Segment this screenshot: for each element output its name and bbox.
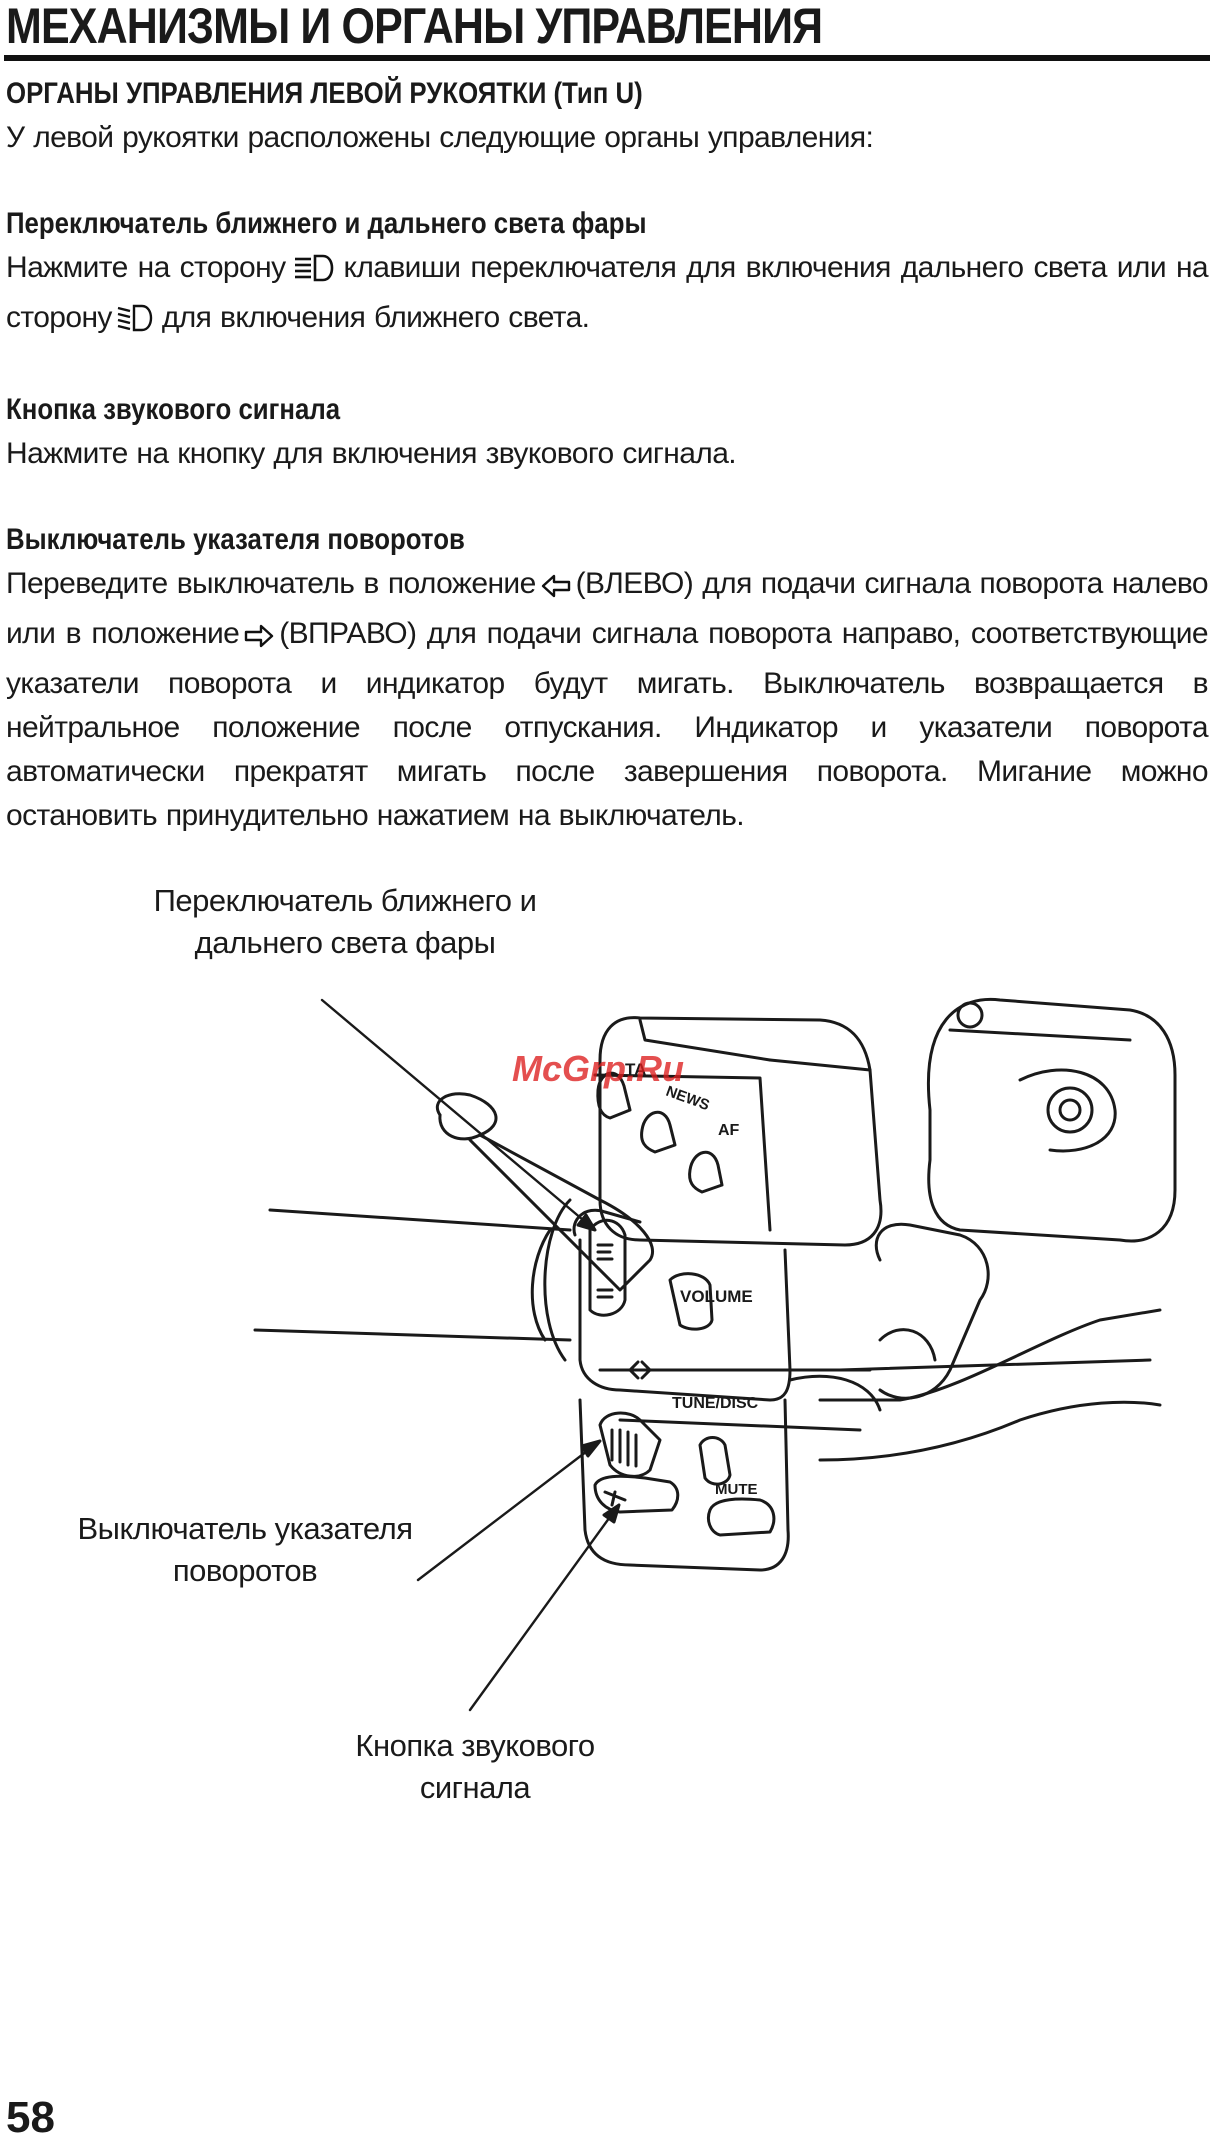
low-beam-icon [116,302,158,346]
headlight-heading: Переключатель ближнего и дальнего света … [6,207,647,240]
callout-turn-line-1: Выключатель указателя [77,1511,414,1546]
section-intro: У левой рукоятки расположены следующие о… [6,121,874,154]
handlebar-illustration: TA NEWS AF VOLUME TUNE/DISC MUTE [253,997,1177,1712]
switch-label-mute: MUTE [715,1481,758,1498]
callout-turn-line-2: поворотов [172,1553,318,1588]
title-rule [4,55,1210,61]
switch-label-ta: TA [625,1060,646,1079]
arrow-right-icon [243,618,275,662]
horn-heading: Кнопка звукового сигнала [6,393,341,426]
callout-horn-line-2: сигнала [419,1770,531,1805]
handlebar-diagram: TA NEWS AF VOLUME TUNE/DISC MUTE [0,883,1214,1850]
switch-label-af: AF [718,1122,740,1139]
page-content: ОРГАНЫ УПРАВЛЕНИЯ ЛЕВОЙ РУКОЯТКИ (Тип U)… [6,72,1209,838]
turn-text-2: (ВЛЕВО) для подачи сигнала поворота нале… [6,567,1209,650]
switch-label-volume: VOLUME [680,1287,753,1306]
turn-text-1: Переведите выключатель в положение [6,567,536,600]
callout-horn: Кнопка звукового сигнала [300,1725,650,1809]
callout-turn-signal: Выключатель указателя поворотов [60,1508,430,1592]
horn-paragraph: Нажмите на кнопку для включения звуковог… [6,437,737,470]
section-heading: ОРГАНЫ УПРАВЛЕНИЯ ЛЕВОЙ РУКОЯТКИ (Тип U) [6,77,643,110]
high-beam-icon [289,252,339,296]
turn-paragraph: Переведите выключатель в положение(ВЛЕВО… [6,562,1209,838]
headlight-text-3: для включения ближнего света. [161,301,590,334]
page-title: МЕХАНИЗМЫ И ОРГАНЫ УПРАВЛЕНИЯ [6,0,823,54]
headlight-text-1: Нажмите на сторону [6,251,286,284]
callout-headlight: Переключатель ближнего и дальнего света … [120,880,570,964]
watermark: McGrp.Ru [512,1048,685,1089]
switch-label-tune-disc: TUNE/DISC [672,1395,759,1412]
headlight-text-2: клавиши переключателя для включения даль… [6,251,1209,334]
page-number: 58 [6,2093,55,2142]
turn-heading: Выключатель указателя поворотов [6,523,465,556]
arrow-left-icon [540,568,572,612]
callout-headlight-line-2: дальнего света фары [194,925,496,960]
callout-headlight-line-1: Переключатель ближнего и [153,883,537,918]
callout-horn-line-1: Кнопка звукового [355,1728,595,1763]
turn-text-3: (ВПРАВО) для подачи сигнала поворота нап… [6,617,1209,832]
